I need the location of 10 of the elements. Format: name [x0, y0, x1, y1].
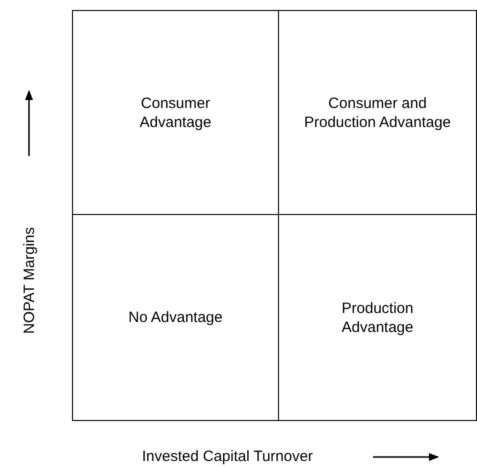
axis-label: NOPAT Margins	[20, 226, 38, 334]
quadrant-box	[278, 10, 477, 215]
quadrant-label: Consumer and Production Advantage	[303, 94, 452, 132]
axis-label: Invested Capital Turnover	[142, 448, 313, 465]
quadrant-label: No Advantage	[128, 308, 223, 327]
quadrant-box	[72, 214, 279, 421]
quadrant-label: Consumer Advantage	[138, 94, 212, 132]
quadrant-box	[72, 10, 279, 215]
quadrant-box	[278, 214, 477, 421]
quadrant-label: Production Advantage	[340, 298, 414, 336]
